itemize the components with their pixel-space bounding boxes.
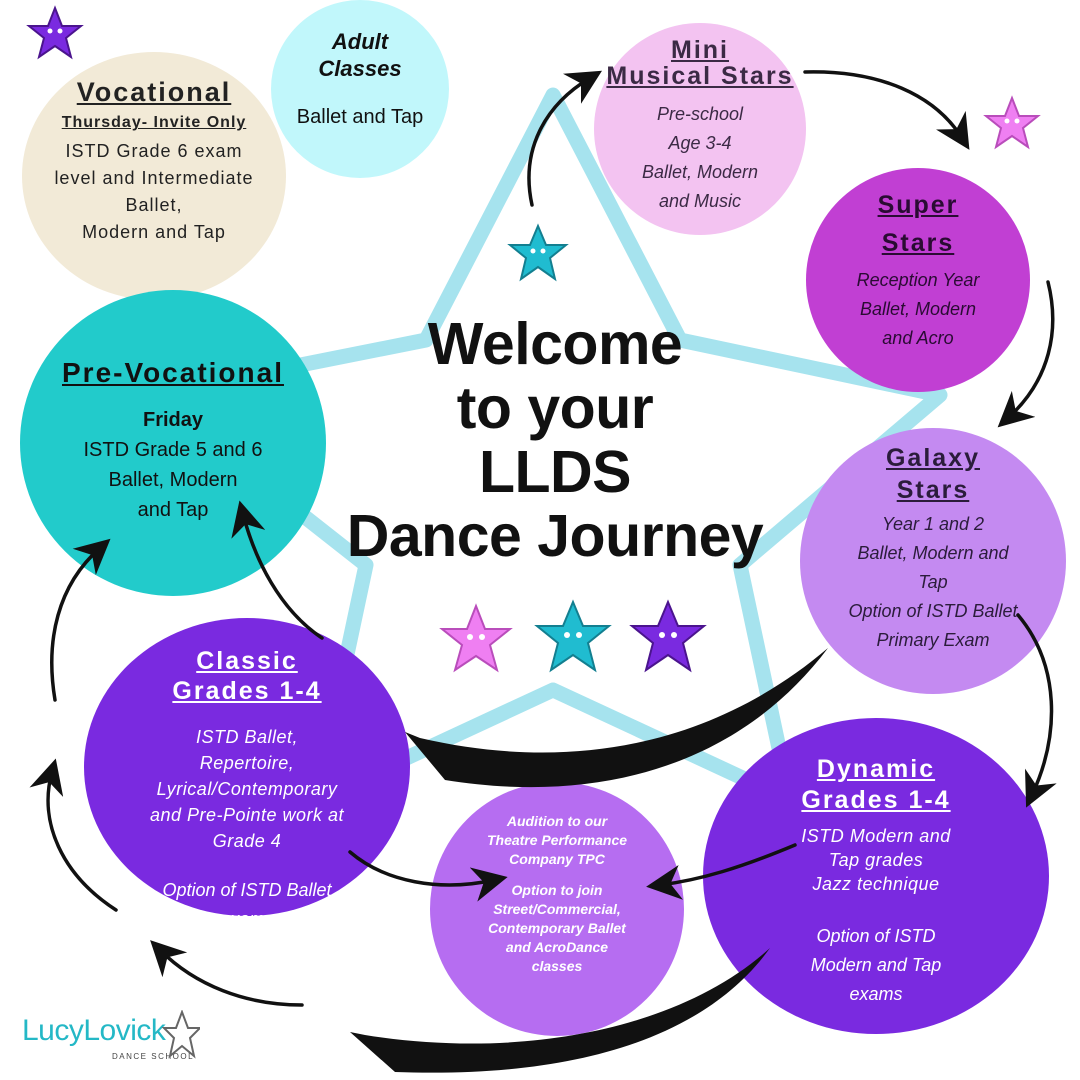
galaxy-title-line: Galaxy	[885, 444, 980, 472]
super-line: and Acro	[882, 328, 954, 348]
classic-line: and Pre-Pointe work at	[149, 805, 345, 825]
prevoc-title: Pre-Vocational	[62, 357, 284, 388]
super-stars-circle: Super Stars Reception Year Ballet, Moder…	[806, 168, 1030, 392]
vocational-subtitle: Thursday- Invite Only	[61, 114, 247, 132]
prevoc-line: Ballet, Modern	[108, 469, 238, 492]
adult-title-line: Adult	[331, 29, 389, 54]
vocational-line: Modern and Tap	[82, 222, 226, 243]
mini-title-line: Musical Stars	[606, 62, 794, 91]
adult-title-line: Classes	[318, 56, 402, 81]
classic-line: Lyrical/Contemporary	[156, 779, 338, 799]
tpc-line: Street/Commercial,	[493, 901, 621, 917]
mini-line: Pre-school	[656, 103, 744, 124]
logo-name: LucyLovick	[22, 1014, 166, 1047]
tpc-line: classes	[531, 958, 583, 974]
dynamic-title-line: Grades 1-4	[801, 786, 951, 814]
galaxy-line: Option of ISTD Ballet	[848, 601, 1018, 621]
dynamic-line: Jazz technique	[812, 874, 940, 894]
mini-line: Age 3-4	[668, 132, 732, 153]
classic-title-line: Grades 1-4	[172, 677, 322, 705]
mini-title-line: Mini	[671, 36, 729, 64]
welcome-line: Dance Journey	[346, 503, 764, 569]
vocational-line: Ballet,	[125, 195, 183, 216]
classic-option-line: exams	[220, 909, 274, 929]
adult-classes-circle: Adult Classes Ballet and Tap	[271, 0, 449, 178]
welcome-line: LLDS	[478, 439, 632, 505]
logo-subtitle: DANCE SCHOOL	[112, 1052, 195, 1061]
classic-line: ISTD Ballet,	[195, 727, 299, 747]
adult-text: Ballet and Tap	[296, 106, 424, 128]
super-line: Ballet, Modern	[859, 299, 977, 319]
dynamic-line: ISTD Modern and	[801, 826, 951, 846]
tpc-circle: Audition to our Theatre Performance Comp…	[430, 782, 684, 1036]
mini-musical-stars-circle: Mini Musical Stars Pre-school Age 3-4 Ba…	[594, 23, 806, 235]
tpc-line: Theatre Performance	[486, 832, 628, 848]
prevoc-line: ISTD Grade 5 and 6	[83, 439, 263, 462]
dynamic-grades-circle: Dynamic Grades 1-4 ISTD Modern and Tap g…	[703, 718, 1049, 1034]
lucy-lovick-logo: LucyLovick DANCE SCHOOL	[20, 1010, 200, 1070]
tpc-line: Contemporary Ballet	[488, 920, 626, 936]
dynamic-option-line: Modern and Tap	[810, 955, 942, 975]
prevoc-line: and Tap	[137, 499, 209, 522]
dynamic-option-line: exams	[849, 984, 903, 1004]
classic-option-line: Option of ISTD Ballet	[162, 880, 332, 900]
logo-star-icon	[161, 1010, 200, 1059]
galaxy-line: Year 1 and 2	[881, 514, 985, 534]
dynamic-line: Tap grades	[828, 850, 924, 870]
tpc-line: Company TPC	[509, 851, 605, 867]
tpc-line: Option to join	[511, 882, 603, 898]
welcome-line: Welcome	[427, 311, 683, 377]
galaxy-title-line: Stars	[896, 476, 970, 504]
dynamic-option-line: Option of ISTD	[816, 926, 936, 946]
vocational-circle: Vocational Thursday- Invite Only ISTD Gr…	[22, 52, 286, 300]
vocational-line: level and Intermediate	[54, 168, 254, 189]
mini-line: Ballet, Modern	[641, 161, 759, 182]
prevoc-day: Friday	[142, 409, 204, 432]
tpc-line: and AcroDance	[505, 939, 609, 955]
vocational-line: ISTD Grade 6 exam	[65, 141, 243, 162]
super-title-line: Stars	[881, 229, 955, 257]
welcome-line: to your	[456, 375, 654, 441]
pre-vocational-circle: Pre-Vocational Friday ISTD Grade 5 and 6…	[20, 290, 326, 596]
welcome-heading: Welcome to your LLDS Dance Journey	[320, 312, 790, 568]
galaxy-line: Primary Exam	[876, 630, 990, 650]
super-line: Reception Year	[856, 270, 980, 290]
classic-title-line: Classic	[196, 647, 298, 675]
galaxy-line: Ballet, Modern and	[857, 543, 1009, 563]
classic-line: Repertoire,	[199, 753, 295, 773]
classic-line: Grade 4	[212, 831, 282, 851]
galaxy-line: Tap	[918, 572, 948, 592]
dynamic-title-line: Dynamic	[816, 755, 936, 783]
galaxy-stars-circle: Galaxy Stars Year 1 and 2 Ballet, Modern…	[800, 428, 1066, 694]
vocational-title: Vocational	[76, 77, 232, 107]
tpc-line: Audition to our	[506, 813, 608, 829]
mini-line: and Music	[658, 190, 742, 211]
super-title-line: Super	[877, 191, 959, 219]
classic-grades-circle: Classic Grades 1-4 ISTD Ballet, Repertoi…	[84, 618, 410, 929]
